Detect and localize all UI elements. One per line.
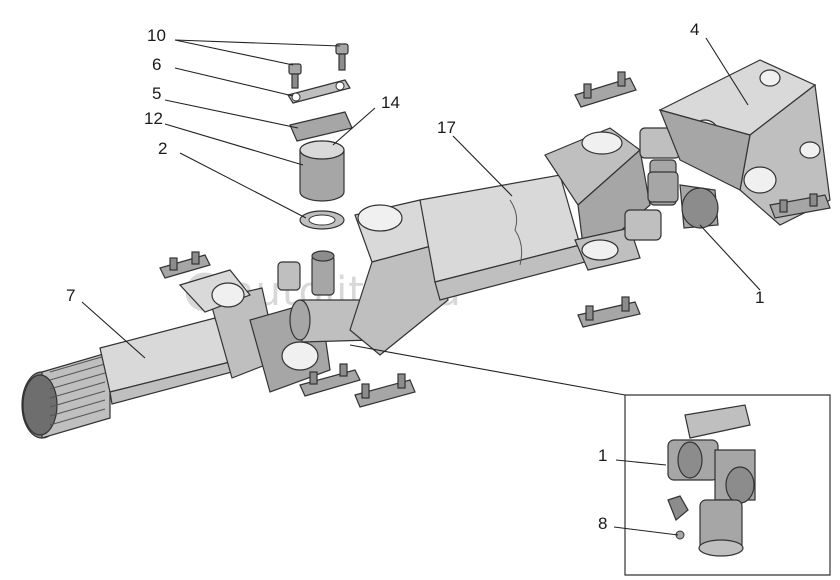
callout-1-main: 1 [755,288,764,307]
callout-17: 17 [437,118,456,137]
bearing-cup-14 [299,140,345,202]
shaft-7 [21,269,331,439]
bolt-10-right [335,43,349,71]
callout-10: 10 [147,26,166,45]
clamp-plate-upper-left [159,251,211,279]
callout-14: 14 [381,93,400,112]
clamp-plate-lower-left [299,363,361,397]
callout-8: 8 [598,514,607,533]
leader-lines [81,37,761,536]
bolt-10-left [288,63,302,89]
callout-2: 2 [158,139,167,158]
lock-plate-6 [287,79,351,104]
inset-frame [624,394,831,576]
callout-7: 7 [66,286,75,305]
intermediate-shaft-17 [349,127,651,356]
callout-5: 5 [152,84,161,103]
clamp-plate-mid-right [577,296,641,328]
clamp-plate-bottom-left [354,373,416,408]
callout-12: 12 [144,109,163,128]
callout-4: 4 [690,20,699,39]
callout-6: 6 [152,55,161,74]
seal-ring-2 [299,210,345,230]
clamp-plate-lower-right [769,193,831,219]
callout-1-inset: 1 [598,446,607,465]
clamp-plate-top-right [574,71,637,108]
flange-yoke-4 [658,59,831,226]
